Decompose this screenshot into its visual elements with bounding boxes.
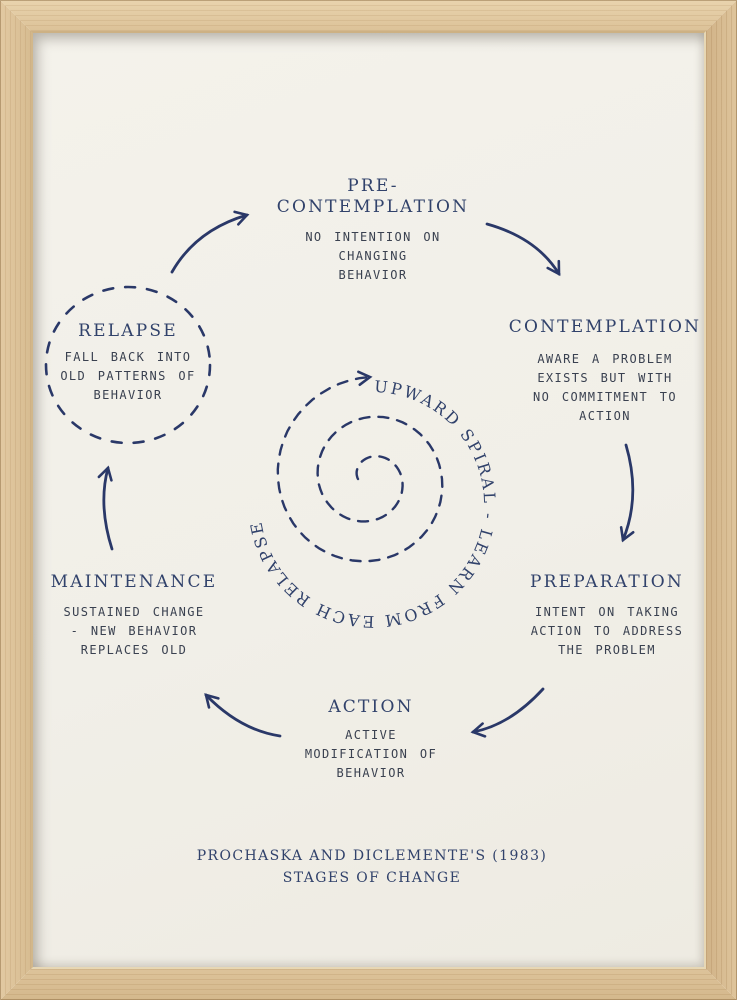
stage-action: ACTION ACTIVE MODIFICATION OF BEHAVIOR [231, 697, 511, 783]
stage-action-heading: ACTION [231, 697, 511, 718]
desc-line: NO INTENTION ON [305, 230, 441, 244]
heading-line: ACTION [328, 697, 414, 717]
heading-line: PRE- [347, 176, 399, 196]
stage-preparation-heading: PREPARATION [467, 572, 737, 593]
desc-line: SUSTAINED CHANGE [63, 605, 205, 619]
arrow-action-to-maintenance [204, 693, 282, 738]
stage-contemplation: CONTEMPLATION AWARE A PROBLEM EXISTS BUT… [465, 317, 737, 426]
desc-line: NO COMMITMENT TO [533, 390, 677, 404]
arrow-relapse-to-precontemplation [170, 210, 250, 274]
desc-line: - NEW BEHAVIOR [70, 624, 198, 638]
desc-line: OLD PATTERNS OF [60, 369, 196, 383]
stage-relapse-heading: RELAPSE [23, 321, 233, 342]
stage-preparation-description: INTENT ON TAKING ACTION TO ADDRESS THE P… [467, 603, 737, 660]
stage-action-description: ACTIVE MODIFICATION OF BEHAVIOR [231, 726, 511, 783]
arrow-preparation-to-action [470, 687, 545, 738]
desc-line: ACTION TO ADDRESS [530, 624, 684, 638]
desc-line: FALL BACK INTO [64, 350, 192, 364]
arrow-contemplation-to-preparation [619, 443, 635, 543]
heading-line: CONTEMPLATION [508, 317, 702, 337]
stage-maintenance: MAINTENANCE SUSTAINED CHANGE - NEW BEHAV… [9, 572, 259, 660]
wood-frame-bottom [0, 969, 737, 1000]
desc-line: REPLACES OLD [80, 643, 188, 657]
desc-line: MODIFICATION OF [304, 747, 438, 761]
stage-contemplation-description: AWARE A PROBLEM EXISTS BUT WITH NO COMMI… [465, 350, 737, 426]
poster-paper [33, 33, 704, 967]
wood-frame-top [0, 0, 737, 31]
desc-line: BEHAVIOR [336, 766, 406, 780]
desc-line: CHANGING [338, 249, 408, 263]
desc-line: AWARE A PROBLEM [537, 352, 673, 366]
poster-title: PROCHASKA AND DICLEMENTE'S (1983) STAGES… [197, 845, 548, 889]
stage-maintenance-description: SUSTAINED CHANGE - NEW BEHAVIOR REPLACES… [9, 603, 259, 660]
desc-line: BEHAVIOR [338, 268, 408, 282]
stage-precontemplation-heading: PRE- CONTEMPLATION [223, 176, 523, 218]
desc-line: BEHAVIOR [93, 388, 163, 402]
wood-frame-left [0, 0, 31, 1000]
desc-line: INTENT ON TAKING [535, 605, 679, 619]
relapse-dashed-circle [44, 285, 212, 445]
poster-title-line2: STAGES OF CHANGE [282, 870, 462, 886]
desc-line: THE PROBLEM [558, 643, 656, 657]
stage-precontemplation-description: NO INTENTION ON CHANGING BEHAVIOR [223, 228, 523, 285]
stage-preparation: PREPARATION INTENT ON TAKING ACTION TO A… [467, 572, 737, 660]
poster-title-line1: PROCHASKA AND DICLEMENTE'S (1983) [196, 848, 548, 864]
desc-line: ACTIVE [345, 728, 397, 742]
stage-precontemplation: PRE- CONTEMPLATION NO INTENTION ON CHANG… [223, 176, 523, 285]
stage-relapse: RELAPSE FALL BACK INTO OLD PATTERNS OF B… [23, 321, 233, 405]
stage-relapse-description: FALL BACK INTO OLD PATTERNS OF BEHAVIOR [23, 348, 233, 405]
arrow-precontemplation-to-contemplation [485, 222, 561, 277]
upward-spiral-path [276, 370, 444, 563]
stage-contemplation-heading: CONTEMPLATION [465, 317, 737, 338]
desc-line: EXISTS BUT WITH [537, 371, 673, 385]
heading-line: PREPARATION [529, 572, 685, 592]
heading-line: MAINTENANCE [50, 572, 218, 592]
heading-line: RELAPSE [78, 321, 178, 341]
arrow-maintenance-to-relapse [97, 465, 114, 551]
wood-frame-right [706, 0, 737, 1000]
heading-line: CONTEMPLATION [276, 197, 470, 217]
desc-line: ACTION [579, 409, 631, 423]
stage-maintenance-heading: MAINTENANCE [9, 572, 259, 593]
